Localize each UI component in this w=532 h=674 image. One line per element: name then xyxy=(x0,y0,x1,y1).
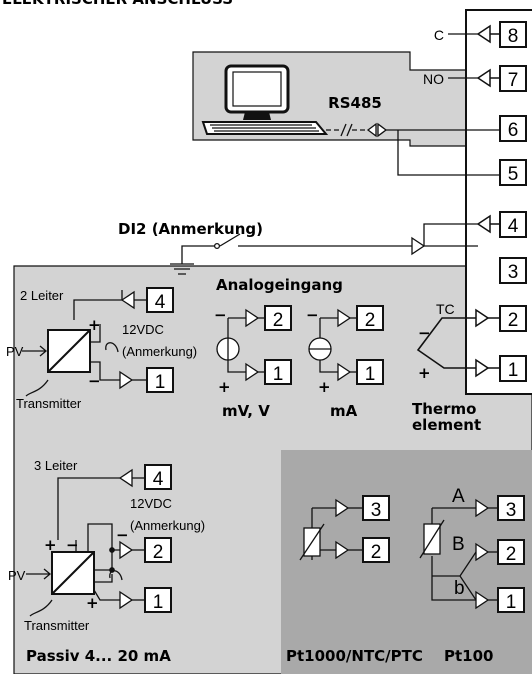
terminal-7: 7 xyxy=(477,65,527,92)
pt1000-terminal-2 xyxy=(362,537,390,563)
two-wire-terminal-1 xyxy=(146,367,174,393)
pt100-terminal-1 xyxy=(497,587,525,613)
three-wire-terminal-1-label: 1 xyxy=(153,592,164,613)
pt1000-terminal-3 xyxy=(362,495,390,521)
pt100-circuit xyxy=(419,498,490,610)
ma-caption: mA xyxy=(330,402,358,420)
terminal-2: 2 xyxy=(475,305,527,332)
pt100-terminal-2-label: 2 xyxy=(506,544,517,565)
two-wire-plus: + xyxy=(88,316,101,334)
svg-text:2: 2 xyxy=(508,310,519,331)
terminal-6: 6 xyxy=(499,115,527,142)
terminal-1: 1 xyxy=(475,355,527,382)
mv-plus: + xyxy=(218,378,231,396)
two-wire-terminal-1-label: 1 xyxy=(155,372,166,393)
computer-icon xyxy=(201,64,329,135)
pt100-terminal-3 xyxy=(497,495,525,521)
three-wire-supply: 12VDC xyxy=(130,496,172,511)
svg-text:3: 3 xyxy=(508,262,519,283)
two-wire-transmitter: Transmitter xyxy=(16,396,82,411)
pt100-terminal-2 xyxy=(497,539,525,565)
svg-text:6: 6 xyxy=(508,120,519,141)
relay-c-label: C xyxy=(434,27,444,43)
three-wire-plus-bottom: + xyxy=(86,594,99,612)
pt100-caption: Pt100 xyxy=(444,647,493,665)
terminal-8: 8 xyxy=(477,21,527,48)
three-wire-terminal-2-label: 2 xyxy=(153,542,164,563)
two-wire-supply: 12VDC xyxy=(122,322,164,337)
terminal-3: 3 xyxy=(499,257,527,284)
thermo-caption-1: Thermo xyxy=(412,400,476,418)
three-wire-transmitter: Transmitter xyxy=(24,618,90,633)
three-wire-caption: Passiv 4... 20 mA xyxy=(26,647,171,665)
analog-title: Analogeingang xyxy=(216,276,343,294)
two-wire-pv: PV xyxy=(6,344,24,359)
three-wire-terminal-4-label: 4 xyxy=(153,469,164,490)
thermo-minus: − xyxy=(418,324,431,342)
three-wire-circuit xyxy=(26,468,134,617)
ma-terminal-2 xyxy=(356,305,384,331)
two-wire-title: 2 Leiter xyxy=(20,288,64,303)
mv-terminal-1-label: 1 xyxy=(273,364,284,385)
terminal-4: 4 xyxy=(477,211,527,238)
three-wire-minus-left: − xyxy=(66,536,79,554)
pt100-b-lower: b xyxy=(454,578,465,599)
pt100-b-upper: B xyxy=(452,534,465,555)
thermo-plus: + xyxy=(418,364,431,382)
three-wire-title: 3 Leiter xyxy=(34,458,78,473)
three-wire-note: (Anmerkung) xyxy=(130,518,205,533)
svg-text:5: 5 xyxy=(508,164,519,185)
ma-terminal-1-label: 1 xyxy=(365,364,376,385)
pt1000-terminal-2-label: 2 xyxy=(371,542,382,563)
di2-switch xyxy=(170,223,478,275)
ma-circuit xyxy=(308,308,352,382)
pt1000-circuit xyxy=(299,498,350,561)
two-wire-terminal-4 xyxy=(146,287,174,313)
di2-label: DI2 (Anmerkung) xyxy=(118,220,263,238)
three-wire-pv: PV xyxy=(8,568,26,583)
rtd-panel xyxy=(281,450,532,674)
mv-minus: − xyxy=(214,306,227,324)
relay-no-label: NO xyxy=(423,71,444,87)
svg-text:8: 8 xyxy=(508,26,519,47)
rs485-label: RS485 xyxy=(328,94,382,112)
three-wire-plus: + xyxy=(44,536,57,554)
pt1000-caption: Pt1000/NTC/PTC xyxy=(286,647,423,665)
two-wire-note: (Anmerkung) xyxy=(122,344,197,359)
thermo-tc: TC xyxy=(436,301,455,317)
thermo-caption-2: element xyxy=(412,416,481,434)
svg-text:7: 7 xyxy=(508,70,519,91)
two-wire-terminal-4-label: 4 xyxy=(155,292,166,313)
svg-text:1: 1 xyxy=(508,360,519,381)
mv-caption: mV, V xyxy=(222,402,270,420)
ma-minus: − xyxy=(306,306,319,324)
mv-circuit xyxy=(216,308,260,382)
terminal-5: 5 xyxy=(499,159,527,186)
ma-terminal-2-label: 2 xyxy=(365,310,376,331)
rs485-bus xyxy=(326,122,500,176)
page-title: ELEKTRISCHER ANSCHLUSS xyxy=(2,0,233,8)
pt1000-terminal-3-label: 3 xyxy=(371,500,382,521)
pt100-a: A xyxy=(452,486,465,507)
three-wire-minus-right: − xyxy=(116,526,129,544)
pt100-terminal-3-label: 3 xyxy=(506,500,517,521)
two-wire-circuit xyxy=(22,290,135,397)
ma-plus: + xyxy=(318,378,331,396)
three-wire-terminal-4 xyxy=(144,464,172,490)
pt100-terminal-1-label: 1 xyxy=(506,592,517,613)
two-wire-minus: − xyxy=(88,372,101,390)
mv-terminal-2-label: 2 xyxy=(273,310,284,331)
svg-text:4: 4 xyxy=(508,216,519,237)
thermocouple xyxy=(416,317,476,369)
